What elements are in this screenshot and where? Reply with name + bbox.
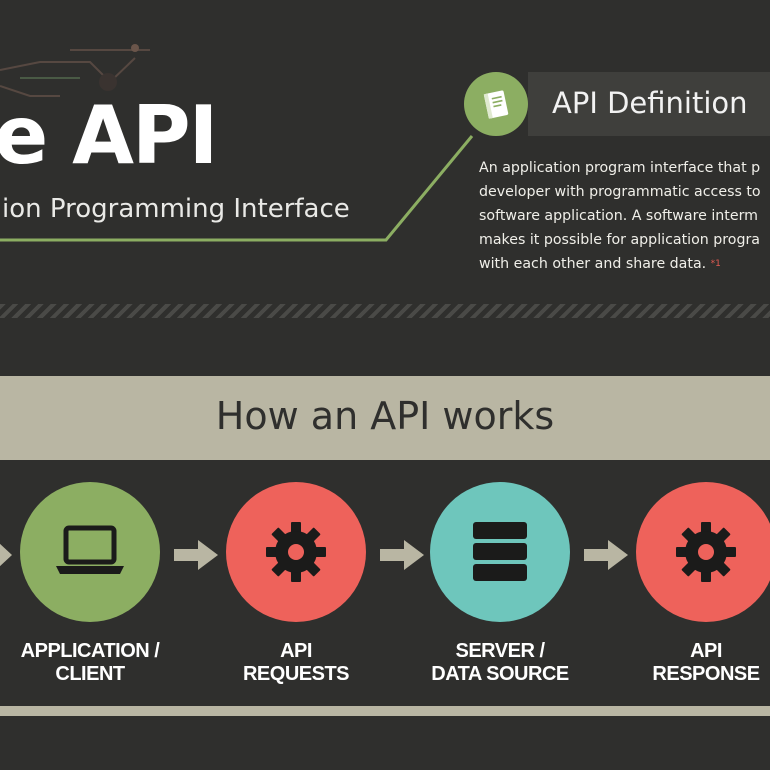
circuit-decoration (0, 44, 474, 242)
definition-line: software application. A software interm (479, 208, 758, 224)
page-subtitle: ion Programming Interface (2, 194, 350, 224)
gear-icon (266, 522, 326, 582)
book-icon (483, 90, 509, 119)
server-icon (473, 522, 527, 581)
step-server-label: SERVER / DATA SOURCE (405, 640, 595, 686)
definition-line: makes it possible for application progra (479, 232, 760, 248)
step-label-line: API (690, 640, 722, 662)
definition-heading: API Definition (552, 86, 748, 120)
step-label-line: SERVER / (455, 640, 546, 662)
arrow-right-icon (584, 540, 628, 570)
laptop-icon (56, 525, 124, 574)
page-title: e API (0, 89, 218, 182)
arrow-right-icon (380, 540, 424, 570)
step-server-circle (430, 482, 570, 622)
step-client-circle (20, 482, 160, 622)
arrow-right-icon (0, 543, 12, 567)
step-label-line: DATA SOURCE (431, 663, 569, 685)
step-requests-circle (226, 482, 366, 622)
definition-badge (464, 72, 528, 136)
definition-text: An application program interface that p … (479, 156, 770, 276)
step-label-line: REQUESTS (242, 663, 350, 685)
definition-line-last: with each other and share data. *1 (479, 252, 770, 276)
definition-line: An application program interface that p (479, 160, 761, 176)
footnote-ref: *1 (710, 259, 721, 269)
step-client-label: APPLICATION / CLIENT (0, 640, 185, 686)
step-response-label: API RESPONSE (611, 640, 770, 686)
divider-stripe (0, 304, 770, 318)
section-title: How an API works (215, 394, 555, 438)
step-requests-label: API REQUESTS (201, 640, 391, 686)
step-response-circle (636, 482, 770, 622)
section-band: How an API works (0, 376, 770, 460)
definition-header: API Definition (528, 72, 770, 136)
gear-icon (676, 522, 736, 582)
step-label-line: RESPONSE (652, 663, 760, 685)
definition-line: developer with programmatic access to (479, 184, 761, 200)
definition-line: with each other and share data. (479, 256, 707, 272)
step-label-line: API (280, 640, 312, 662)
step-label-line: APPLICATION / (20, 640, 160, 662)
arrow-right-icon (174, 540, 218, 570)
step-label-line: CLIENT (55, 663, 125, 685)
bottom-rule (0, 706, 770, 716)
